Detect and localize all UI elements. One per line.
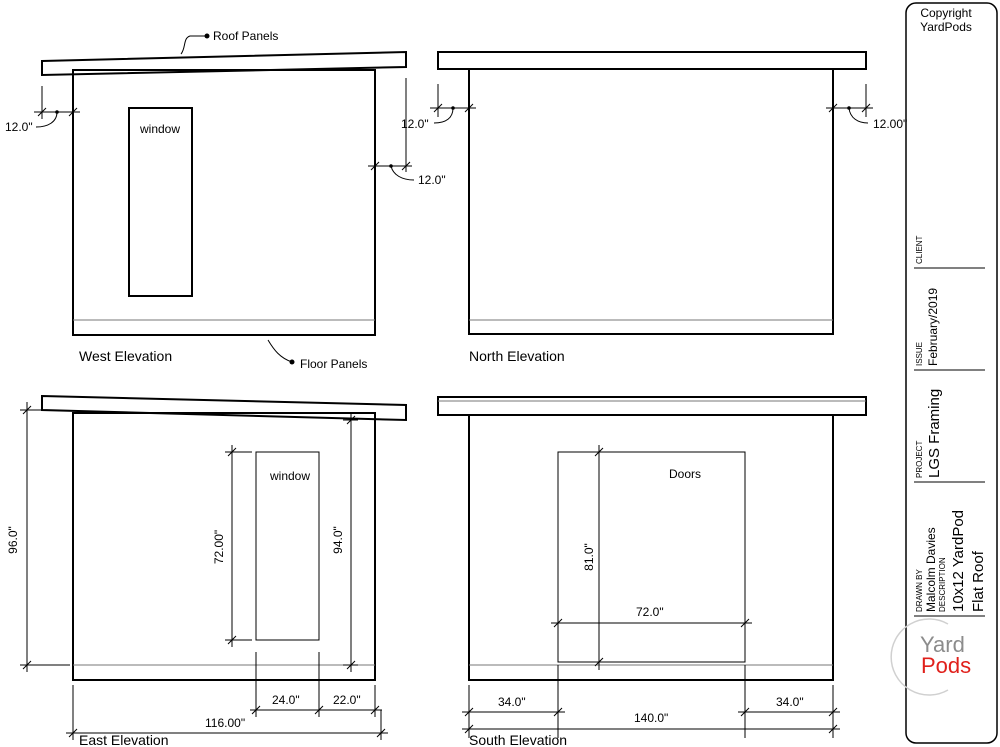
west-elevation-title: West Elevation [79,348,172,364]
east-height-96-value: 96.0" [6,526,20,554]
east-wall [72,412,376,681]
west-window-label: window [139,122,180,136]
logo-swoosh [890,618,949,696]
description-label: DESCRIPTION [938,557,947,612]
copyright-line2: YardPods [920,20,972,34]
title-block-border [905,2,998,744]
north-elevation-title: North Elevation [469,348,565,364]
east-roof-panel [41,394,407,422]
floor-panels-leader-dot [289,359,295,365]
west-left-overhang-value: 12.0" [5,120,33,134]
east-window-label: window [269,469,310,483]
drawn-by-label: DRAWN BY [915,569,924,612]
south-doors-label: Doors [669,467,701,481]
south-door-81-value: 81.0" [582,543,596,571]
south-wall [468,414,834,681]
east-width-116-value: 116.00" [205,716,245,730]
drawn-by-value: Malcolm Davies [924,527,938,612]
east-offset-24-value: 24.0" [272,693,300,707]
east-window-72-value: 72.00" [212,530,226,564]
roof-panels-label: Roof Panels [213,29,278,43]
floor-panels-label: Floor Panels [300,357,367,371]
copyright-line1: Copyright [920,6,972,20]
title-block: Copyright YardPods CLIENT ISSUE February… [890,2,998,744]
south-side-34-left-value: 34.0" [498,695,526,709]
north-right-overhang-dim [826,84,873,124]
north-left-overhang-dim [430,84,476,124]
north-wall [468,68,834,335]
west-right-overhang-dim [368,78,415,181]
floor-panels-leader [267,339,293,363]
east-height-96-dim [20,402,70,672]
east-window [255,451,320,641]
north-roof-panel [437,51,867,70]
west-right-overhang-value: 12.0" [418,173,446,187]
east-window-72-dim [225,445,252,647]
south-side-34-right-value: 34.0" [776,695,804,709]
south-width-140-dim [462,724,840,734]
east-width-116-dim [66,685,388,740]
north-left-overhang-value: 12.0" [401,117,429,131]
south-elevation: Doors 81.0" 72.0" 34.0" 34. [437,396,867,747]
south-doors [557,451,746,663]
south-roof-panel [437,396,867,416]
east-offset-22-value: 22.0" [333,693,361,707]
issue-label: ISSUE [915,342,924,366]
description-line2: Flat Roof [970,550,987,612]
east-height-94-value: 94.0" [331,526,345,554]
west-elevation: window Roof Panels Floor Panels 12.0" [5,29,446,371]
east-elevation-title: East Elevation [79,732,169,747]
logo-yard-text: Yard [920,632,965,657]
logo-pods-text: Pods [921,653,971,678]
east-height-94-dim [343,413,358,672]
yardpods-logo: Yard Pods [890,618,971,696]
south-width-140-value: 140.0" [634,711,668,725]
client-label: CLIENT [915,235,924,264]
roof-panels-leader [180,35,207,55]
south-door-81-dim [594,445,604,670]
south-elevation-title: South Elevation [469,732,567,747]
west-left-overhang-dim [34,86,80,128]
north-right-overhang-value: 12.00" [873,117,907,131]
project-label: PROJECT [915,441,924,478]
south-door-72-dim [551,618,752,628]
roof-panels-leader-dot [204,33,210,39]
east-elevation: window 96.0" 72.00" 94.0" [6,394,407,747]
west-roof-panel [41,50,407,77]
east-bottom-offsets-dim [250,652,382,717]
north-elevation: 12.0" 12.00" North Elevation [401,51,907,364]
south-door-72-value: 72.0" [636,605,664,619]
west-wall [72,69,376,336]
project-value: LGS Framing [926,389,943,478]
west-window [128,107,193,297]
description-line1: 10x12 YardPod [950,510,967,612]
issue-value: February/2019 [926,288,940,366]
